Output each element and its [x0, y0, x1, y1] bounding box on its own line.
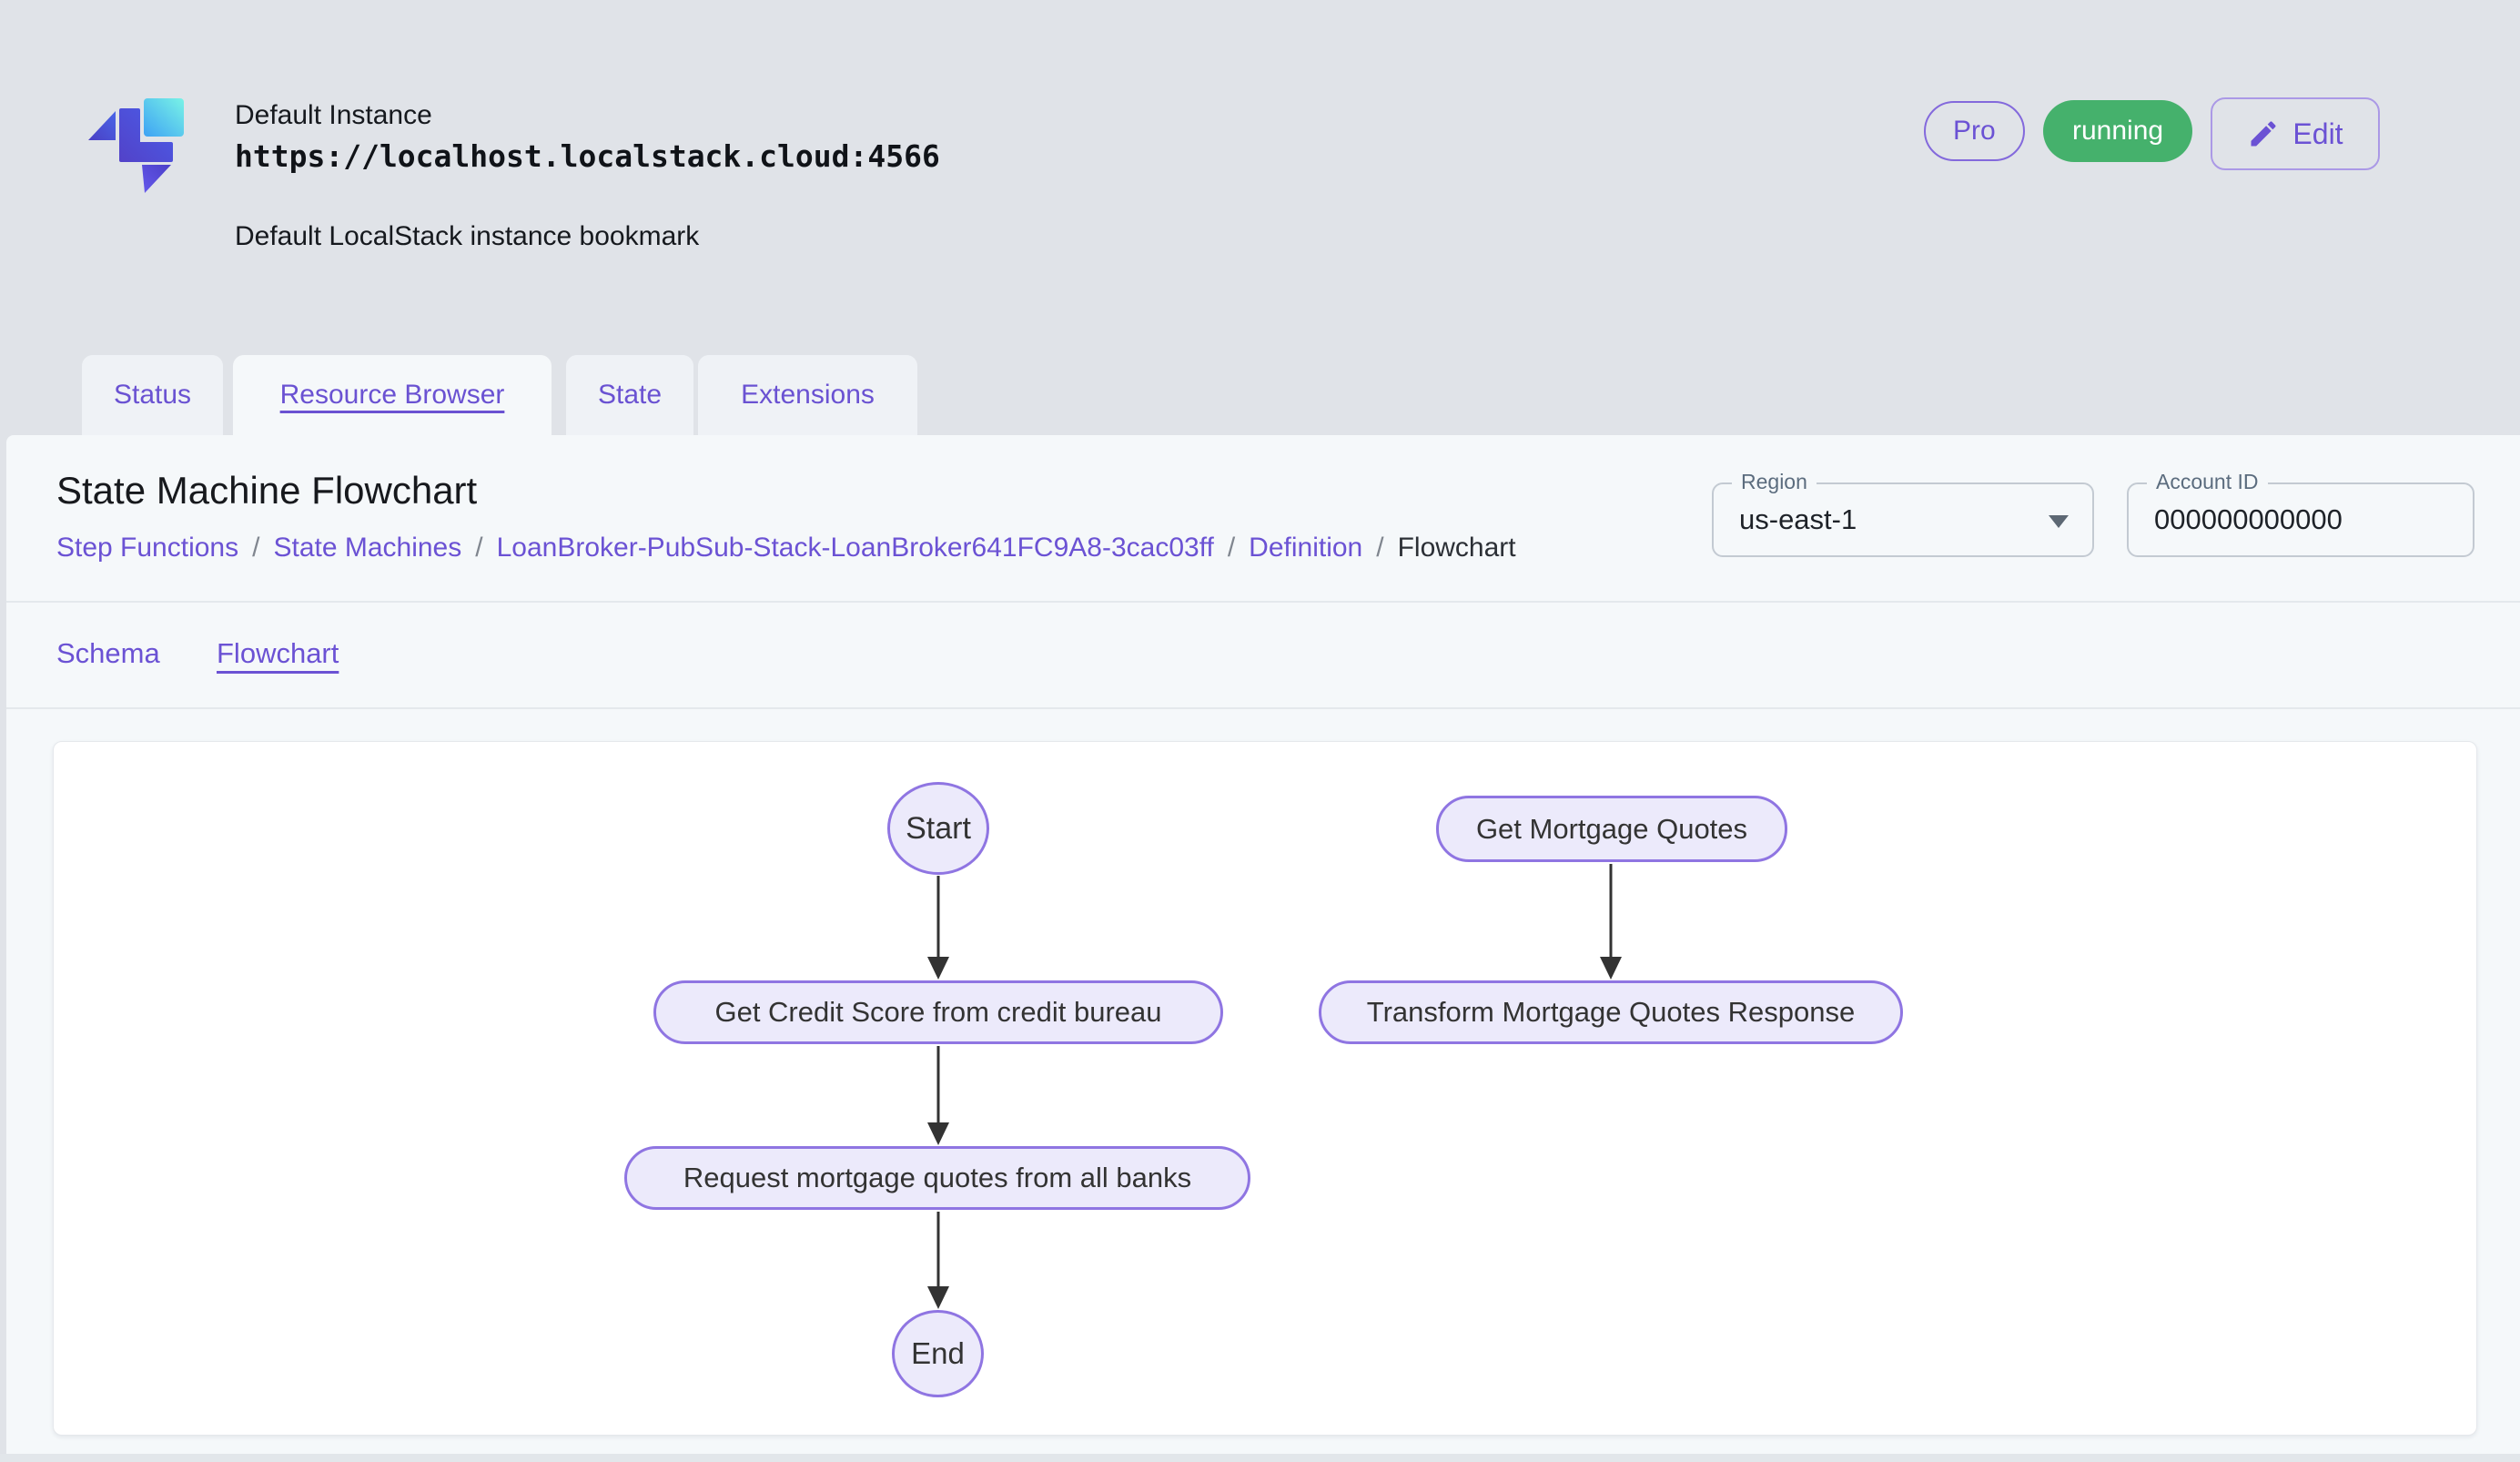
pro-badge: Pro: [1924, 101, 2025, 161]
edit-button[interactable]: Edit: [2211, 97, 2380, 170]
flowchart-node-start[interactable]: Start: [887, 782, 989, 875]
node-label: End: [911, 1336, 965, 1370]
breadcrumb-separator: /: [1376, 533, 1384, 563]
page-title: State Machine Flowchart: [56, 469, 478, 512]
tab-state[interactable]: State: [566, 355, 693, 435]
node-label: Transform Mortgage Quotes Response: [1366, 996, 1856, 1028]
status-badge: running: [2043, 100, 2193, 162]
flowchart-node-transform-response[interactable]: Transform Mortgage Quotes Response: [1319, 980, 1903, 1044]
breadcrumb: Step Functions / State Machines / LoanBr…: [56, 533, 1516, 563]
node-label: Get Mortgage Quotes: [1475, 812, 1748, 845]
region-select-value: us-east-1: [1739, 503, 1857, 535]
flowchart-edges: [927, 864, 1622, 1309]
edit-button-label: Edit: [2292, 117, 2343, 150]
breadcrumb-separator: /: [252, 533, 260, 563]
region-select[interactable]: Region us-east-1: [1712, 470, 2094, 557]
node-label: Get Credit Score from credit bureau: [714, 996, 1162, 1028]
account-id-field: Account ID: [2127, 470, 2474, 557]
flowchart-canvas: Start Get Mortgage Quotes Get Credit Sco…: [53, 741, 2477, 1436]
breadcrumb-state-machine-name[interactable]: LoanBroker-PubSub-Stack-LoanBroker641FC9…: [496, 533, 1214, 563]
node-label: Start: [906, 810, 971, 846]
tab-extensions[interactable]: Extensions: [698, 355, 917, 435]
arrowhead-icon: [927, 1122, 949, 1145]
subtab-flowchart[interactable]: Flowchart: [217, 637, 339, 669]
arrowhead-icon: [927, 1286, 949, 1309]
instance-url: https://localhost.localstack.cloud:4566: [235, 138, 940, 174]
divider: [6, 601, 2520, 603]
arrowhead-icon: [927, 957, 949, 980]
localstack-logo: [86, 94, 187, 208]
tab-resource-browser-label: Resource Browser: [279, 380, 505, 410]
tab-extensions-label: Extensions: [741, 380, 875, 410]
pencil-icon: [2247, 117, 2280, 150]
node-label: Request mortgage quotes from all banks: [683, 1162, 1192, 1193]
breadcrumb-state-machines[interactable]: State Machines: [273, 533, 462, 563]
account-id-input[interactable]: [2129, 484, 2473, 555]
instance-name: Default Instance: [235, 100, 432, 130]
bottom-scrollbar-track[interactable]: [0, 1454, 2520, 1462]
tab-state-label: State: [597, 380, 663, 410]
tab-status-label: Status: [113, 380, 192, 410]
divider: [6, 707, 2520, 709]
tab-status[interactable]: Status: [82, 355, 223, 435]
flowchart-node-end[interactable]: End: [892, 1310, 984, 1397]
flowchart-node-get-credit-score[interactable]: Get Credit Score from credit bureau: [653, 980, 1223, 1044]
localstack-logo-icon: [88, 98, 184, 193]
tab-resource-browser[interactable]: Resource Browser: [233, 355, 552, 435]
breadcrumb-definition[interactable]: Definition: [1249, 533, 1363, 563]
breadcrumb-flowchart: Flowchart: [1397, 533, 1516, 563]
breadcrumb-separator: /: [475, 533, 483, 563]
flowchart-node-request-quotes[interactable]: Request mortgage quotes from all banks: [624, 1146, 1250, 1210]
flowchart-node-get-mortgage-quotes[interactable]: Get Mortgage Quotes: [1436, 796, 1787, 862]
status-badge-label: running: [2072, 116, 2164, 146]
subtab-schema[interactable]: Schema: [56, 637, 160, 669]
chevron-down-icon: [2049, 515, 2069, 528]
breadcrumb-separator: /: [1227, 533, 1236, 563]
breadcrumb-step-functions[interactable]: Step Functions: [56, 533, 239, 563]
pro-badge-label: Pro: [1953, 116, 1996, 146]
region-select-label: Region: [1732, 470, 1817, 494]
arrowhead-icon: [1600, 957, 1622, 980]
instance-description: Default LocalStack instance bookmark: [235, 221, 700, 251]
